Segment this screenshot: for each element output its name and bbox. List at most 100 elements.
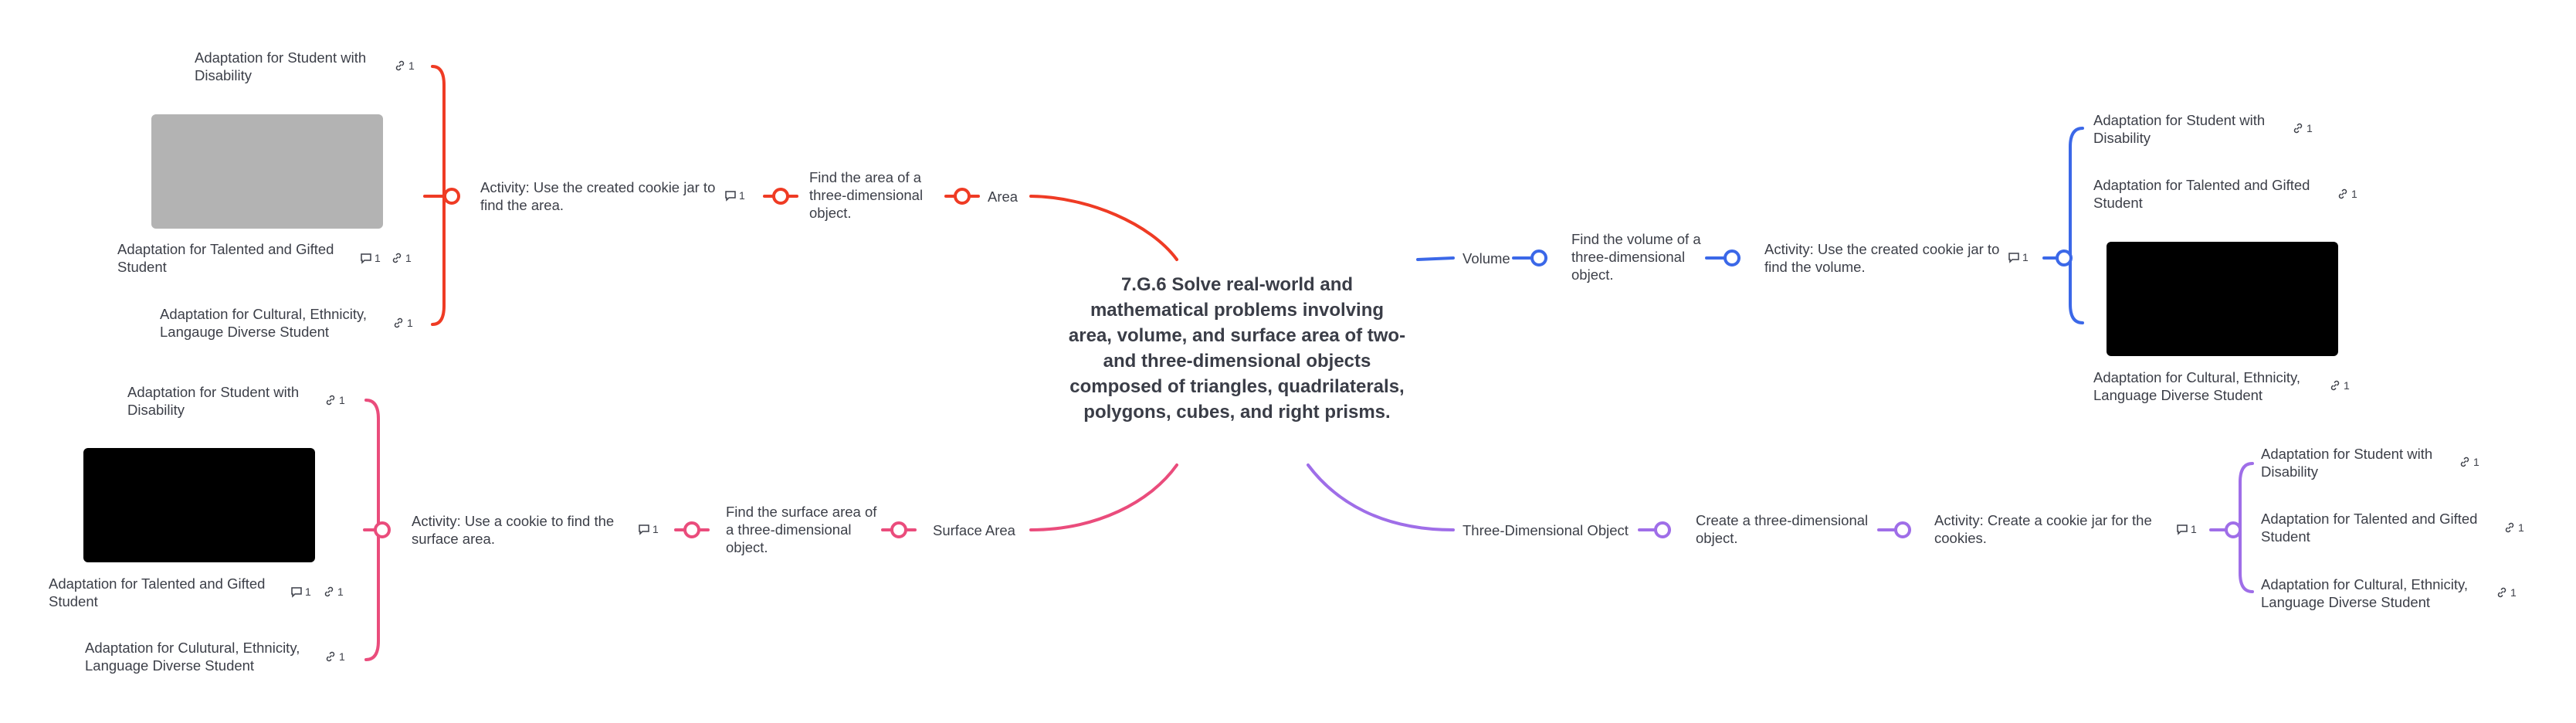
3d-adaptation-disability[interactable]: Adaptation for Student with Disability	[2261, 446, 2433, 480]
link-count: 1	[339, 650, 345, 663]
connector-center-area	[1029, 195, 1178, 261]
link-icon	[326, 651, 335, 662]
link-count: 1	[408, 59, 415, 72]
comment-count: 1	[652, 523, 659, 535]
attached-image[interactable]	[2107, 242, 2338, 356]
link-badge[interactable]: 1	[392, 317, 413, 329]
comment-badge[interactable]: 1	[290, 586, 311, 598]
comment-badge[interactable]: 1	[2176, 523, 2197, 535]
link-badge[interactable]: 1	[2337, 188, 2357, 200]
link-icon	[2338, 188, 2347, 199]
volume-activity-node	[2056, 249, 2073, 266]
comment-icon	[639, 524, 649, 535]
surface-activity[interactable]: Activity: Use a cookie to find the surfa…	[412, 513, 615, 547]
volume-activity[interactable]: Activity: Use the created cookie jar to …	[1764, 241, 2000, 275]
surface-objective[interactable]: Find the surface area of a three-dimensi…	[726, 504, 877, 555]
area-node	[954, 188, 971, 205]
surface-objective-node	[683, 521, 700, 538]
surface-activity-node	[374, 521, 391, 538]
comment-icon	[725, 191, 736, 202]
central-topic[interactable]: 7.G.6 Solve real-world and mathematical …	[1068, 274, 1406, 423]
connector-center-volume	[1416, 256, 1455, 261]
3d-adaptation-bracket	[2239, 462, 2254, 593]
area-adaptation-cultural[interactable]: Adaptation for Cultural, Ethnicity, Lang…	[160, 306, 368, 340]
3d-objective[interactable]: Create a three-dimensional object.	[1696, 512, 1869, 546]
link-badge[interactable]: 1	[394, 59, 415, 72]
link-badge[interactable]: 1	[391, 252, 412, 264]
area-activity-node	[443, 188, 460, 205]
3d-node	[1654, 521, 1671, 538]
link-count: 1	[337, 586, 344, 598]
comment-count: 1	[305, 586, 311, 598]
3d-adaptation-cultural[interactable]: Adaptation for Cultural, Ethnicity, Lang…	[2261, 576, 2469, 610]
link-icon	[394, 317, 403, 328]
link-badge[interactable]: 1	[2292, 122, 2313, 134]
volume-node	[1530, 249, 1547, 266]
comment-icon	[2008, 253, 2019, 263]
surface-adaptation-disability[interactable]: Adaptation for Student with Disability	[127, 384, 300, 418]
volume-adaptation-cultural[interactable]: Adaptation for Cultural, Ethnicity, Lang…	[2093, 369, 2301, 403]
link-badge[interactable]: 1	[2503, 521, 2524, 534]
link-icon	[2505, 522, 2514, 533]
link-count: 1	[2344, 379, 2350, 392]
volume-adaptation-bracket	[2069, 127, 2084, 324]
3d-topic[interactable]: Three-Dimensional Object	[1463, 522, 1629, 538]
surface-node	[890, 521, 907, 538]
comment-count: 1	[2191, 523, 2197, 535]
link-count: 1	[2473, 456, 2479, 468]
link-icon	[2460, 457, 2469, 467]
comment-icon	[2177, 524, 2188, 535]
connector-center-3d	[1307, 463, 1455, 531]
link-count: 1	[2351, 188, 2357, 200]
3d-activity-node	[2225, 521, 2242, 538]
link-icon	[2330, 380, 2340, 391]
volume-objective[interactable]: Find the volume of a three-dimensional o…	[1571, 231, 1701, 283]
connector-center-surface	[1029, 463, 1178, 531]
link-icon	[2497, 587, 2507, 598]
link-icon	[326, 395, 335, 406]
link-count: 1	[407, 317, 413, 329]
area-objective[interactable]: Find the area of a three-dimensional obj…	[809, 169, 924, 221]
surface-topic[interactable]: Surface Area	[933, 522, 1015, 538]
attached-image[interactable]	[151, 114, 383, 229]
link-count: 1	[2518, 521, 2524, 534]
link-count: 1	[339, 394, 345, 406]
3d-objective-node	[1894, 521, 1911, 538]
volume-adaptation-disability[interactable]: Adaptation for Student with Disability	[2093, 112, 2266, 146]
volume-adaptation-gifted[interactable]: Adaptation for Talented and Gifted Stude…	[2093, 177, 2310, 211]
link-count: 1	[405, 252, 412, 264]
link-icon	[2293, 123, 2303, 134]
volume-objective-node	[1724, 249, 1740, 266]
surface-adaptation-gifted[interactable]: Adaptation for Talented and Gifted Stude…	[49, 575, 266, 609]
3d-adaptation-gifted[interactable]: Adaptation for Talented and Gifted Stude…	[2261, 511, 2478, 545]
link-badge[interactable]: 1	[323, 586, 344, 598]
link-icon	[392, 253, 402, 263]
link-badge[interactable]: 1	[324, 394, 345, 406]
area-activity[interactable]: Activity: Use the created cookie jar to …	[480, 179, 716, 213]
area-adaptation-disability[interactable]: Adaptation for Student with Disability	[195, 49, 367, 83]
surface-adaptation-cultural[interactable]: Adaptation for Culutural, Ethnicity, Lan…	[85, 640, 300, 674]
area-topic[interactable]: Area	[988, 188, 1019, 205]
comment-badge[interactable]: 1	[360, 252, 381, 264]
link-badge[interactable]: 1	[2329, 379, 2350, 392]
3d-activity[interactable]: Activity: Create a cookie jar for the co…	[1934, 512, 2152, 546]
link-badge[interactable]: 1	[2459, 456, 2479, 468]
link-icon	[395, 60, 405, 71]
area-adaptation-gifted[interactable]: Adaptation for Talented and Gifted Stude…	[117, 241, 334, 275]
comment-badge[interactable]: 1	[638, 523, 659, 535]
link-count: 1	[2510, 586, 2517, 599]
link-badge[interactable]: 1	[2496, 586, 2517, 599]
link-icon	[324, 586, 334, 597]
comment-badge[interactable]: 1	[724, 189, 745, 202]
comment-count: 1	[375, 252, 381, 264]
area-objective-node	[772, 188, 789, 205]
comment-badge[interactable]: 1	[2008, 251, 2029, 263]
link-badge[interactable]: 1	[324, 650, 345, 663]
link-count: 1	[2307, 122, 2313, 134]
volume-topic[interactable]: Volume	[1463, 250, 1510, 266]
comment-icon	[291, 587, 302, 598]
comment-count: 1	[739, 189, 745, 202]
attached-image[interactable]	[83, 448, 315, 562]
comment-count: 1	[2022, 251, 2029, 263]
